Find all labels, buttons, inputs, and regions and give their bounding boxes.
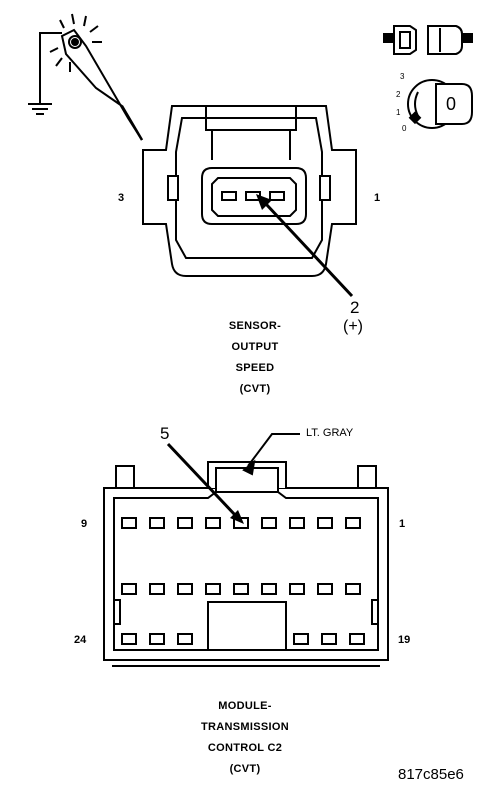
module-cavity-row3: [149, 633, 165, 645]
module-cavity-row3: [177, 633, 193, 645]
sensor-title-line-1: SENSOR-: [228, 320, 282, 332]
module-cavity-row1: [317, 517, 333, 529]
ignition-pos-2: 2: [396, 90, 401, 99]
module-cavity-row1: [149, 517, 165, 529]
module-cavity-row2: [345, 583, 361, 595]
module-title-line-1: MODULE-: [218, 700, 272, 712]
sensor-callout-polarity: (+): [343, 318, 363, 335]
lt-gray-leader: [242, 433, 300, 476]
module-cavity-row1: [121, 517, 137, 529]
module-cavity-row1: [177, 517, 193, 529]
module-pin-19-label: 19: [398, 634, 411, 646]
figure-id: 817c85e6: [398, 766, 464, 783]
module-cavity-row3: [121, 633, 137, 645]
module-cavity-row2: [317, 583, 333, 595]
module-cavity-row3: [293, 633, 309, 645]
module-cavity-row2: [205, 583, 221, 595]
module-cavity-row2: [177, 583, 193, 595]
sensor-title-line-2: OUTPUT: [231, 341, 279, 353]
sensor-callout-number: 2: [350, 298, 360, 317]
module-title-line-2: TRANSMISSION: [201, 721, 289, 733]
module-cavity-row1: [289, 517, 305, 529]
sensor-pin-3-label: 3: [118, 192, 125, 204]
module-title-line-4: (CVT): [229, 763, 261, 775]
module-cavity-row2: [289, 583, 305, 595]
disconnected-connector-icon: [383, 25, 473, 55]
module-cavity-row1: [345, 517, 361, 529]
module-cavity-row3: [321, 633, 337, 645]
module-cavity-row1: [261, 517, 277, 529]
module-pin-1-label: 1: [399, 518, 406, 530]
module-cavity-row2: [233, 583, 249, 595]
ignition-pos-0: 0: [402, 124, 407, 133]
module-pin-9-label: 9: [81, 518, 88, 530]
sensor-title-line-4: (CVT): [239, 383, 271, 395]
sensor-callout-arrow: [256, 194, 354, 298]
module-cavity-row2: [149, 583, 165, 595]
lt-gray-label: LT. GRAY: [306, 427, 354, 439]
module-callout-arrow: [166, 442, 244, 524]
module-connector: [103, 461, 389, 667]
module-title-line-3: CONTROL C2: [207, 742, 283, 754]
module-pin-24-label: 24: [74, 634, 87, 646]
ground-symbol-icon: [28, 103, 52, 115]
ignition-key-label: 0: [446, 94, 457, 114]
sensor-pin-1-label: 1: [374, 192, 381, 204]
module-cavity-row2: [121, 583, 137, 595]
module-cavity-grid: [121, 517, 365, 645]
ignition-pos-1: 1: [396, 108, 401, 117]
module-cavity-row3: [349, 633, 365, 645]
module-callout-number: 5: [160, 424, 170, 443]
module-cavity-row1: [205, 517, 221, 529]
sensor-title-line-3: SPEED: [235, 362, 275, 374]
ignition-key-icon: [407, 79, 473, 129]
sensor-connector: [142, 105, 357, 277]
ignition-pos-3: 3: [400, 72, 405, 81]
test-light-probe-icon: [39, 13, 144, 141]
module-cavity-row2: [261, 583, 277, 595]
